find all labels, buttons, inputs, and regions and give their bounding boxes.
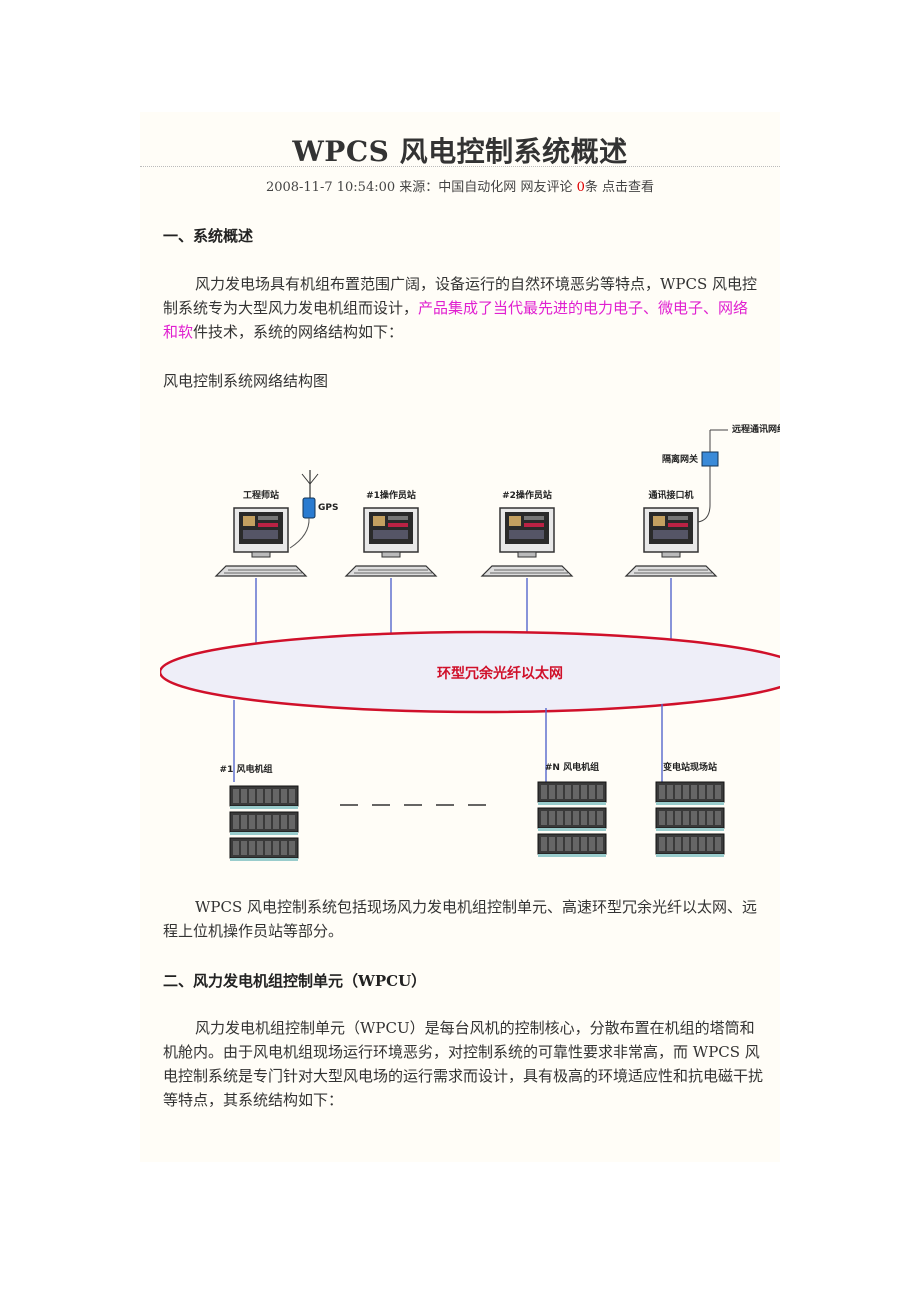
- ring-ethernet: [160, 630, 780, 714]
- view-comments-link[interactable]: 点击查看: [602, 180, 655, 195]
- isolation-gateway: 隔离网关 远程通讯网络: [662, 423, 780, 523]
- operator-station-1: #1操作员站: [345, 489, 437, 577]
- turbine-1: #1 风电机组: [220, 763, 299, 862]
- operator-station-1-label: #1操作员站: [366, 489, 416, 501]
- uplinks: [255, 578, 672, 648]
- section1-text-a: 风力发电场具有机组布置范围广阔，设备运行的自然环境恶劣等特点，WPCS 风电控制…: [163, 275, 758, 317]
- remote-network-label: 远程通讯网络: [732, 423, 780, 435]
- section1-highlight: 产品集成了当代最先进的电力电子、微电子、网络和软: [163, 299, 749, 341]
- summary-text: WPCS 风电控制系统包括现场风力发电机组控制单元、高速环型冗余光纤以太网、远程…: [163, 898, 758, 940]
- comm-interface-label: 通讯接口机: [648, 489, 693, 501]
- network-diagram: 工程师站 GPS #1操作员站 #2操作员站 通讯接口机 隔离网关 远程通讯网络…: [160, 423, 780, 862]
- summary-paragraph: WPCS 风电控制系统包括现场风力发电机组控制单元、高速环型冗余光纤以太网、远程…: [163, 895, 763, 943]
- article-meta: 2008-11-7 10:54:00 来源：中国自动化网 网友评论 0条 点击查…: [140, 176, 780, 195]
- gps-label: GPS: [318, 503, 338, 513]
- operator-station-2-label: #2操作员站: [502, 489, 552, 501]
- article-title: WPCS 风电控制系统概述: [292, 135, 628, 168]
- substation-label: 变电站现场站: [663, 761, 717, 773]
- gateway-label: 隔离网关: [662, 453, 698, 465]
- meta-comment-unit: 条: [584, 180, 598, 195]
- turbine-1-label: #1 风电机组: [220, 763, 273, 775]
- section2-text: 风力发电机组控制单元（WPCU）是每台风机的控制核心，分散布置在机组的塔筒和机舱…: [163, 1019, 764, 1109]
- comm-interface: 通讯接口机: [625, 489, 717, 577]
- section2-paragraph: 风力发电机组控制单元（WPCU）是每台风机的控制核心，分散布置在机组的塔筒和机舱…: [163, 1016, 763, 1112]
- operator-station-2: #2操作员站: [481, 489, 573, 577]
- diagram-caption: 风电控制系统网络结构图: [163, 372, 329, 390]
- section1-text-b: 件技术，系统的网络结构如下：: [193, 323, 404, 341]
- section2-heading: 二、风力发电机组控制单元（WPCU）: [163, 972, 427, 990]
- downlinks: [233, 700, 663, 782]
- ring-label: 环型冗余光纤以太网: [437, 665, 563, 682]
- meta-source: 来源：中国自动化网: [399, 180, 517, 195]
- meta-datetime: 2008-11-7 10:54:00: [265, 180, 396, 195]
- section1-heading: 一、系统概述: [163, 227, 254, 245]
- engineer-station: 工程师站: [215, 489, 307, 577]
- meta-comment-label: 网友评论: [520, 180, 573, 195]
- title-divider: [140, 166, 780, 167]
- substation: 变电站现场站: [655, 761, 725, 858]
- gps-antenna: GPS: [289, 470, 338, 549]
- comment-count[interactable]: 0: [576, 180, 585, 195]
- turbine-n: #N 风电机组: [537, 761, 607, 858]
- section1-paragraph: 风力发电场具有机组布置范围广阔，设备运行的自然环境恶劣等特点，WPCS 风电控制…: [163, 272, 763, 344]
- turbine-n-label: #N 风电机组: [545, 761, 599, 773]
- engineer-station-label: 工程师站: [243, 489, 279, 501]
